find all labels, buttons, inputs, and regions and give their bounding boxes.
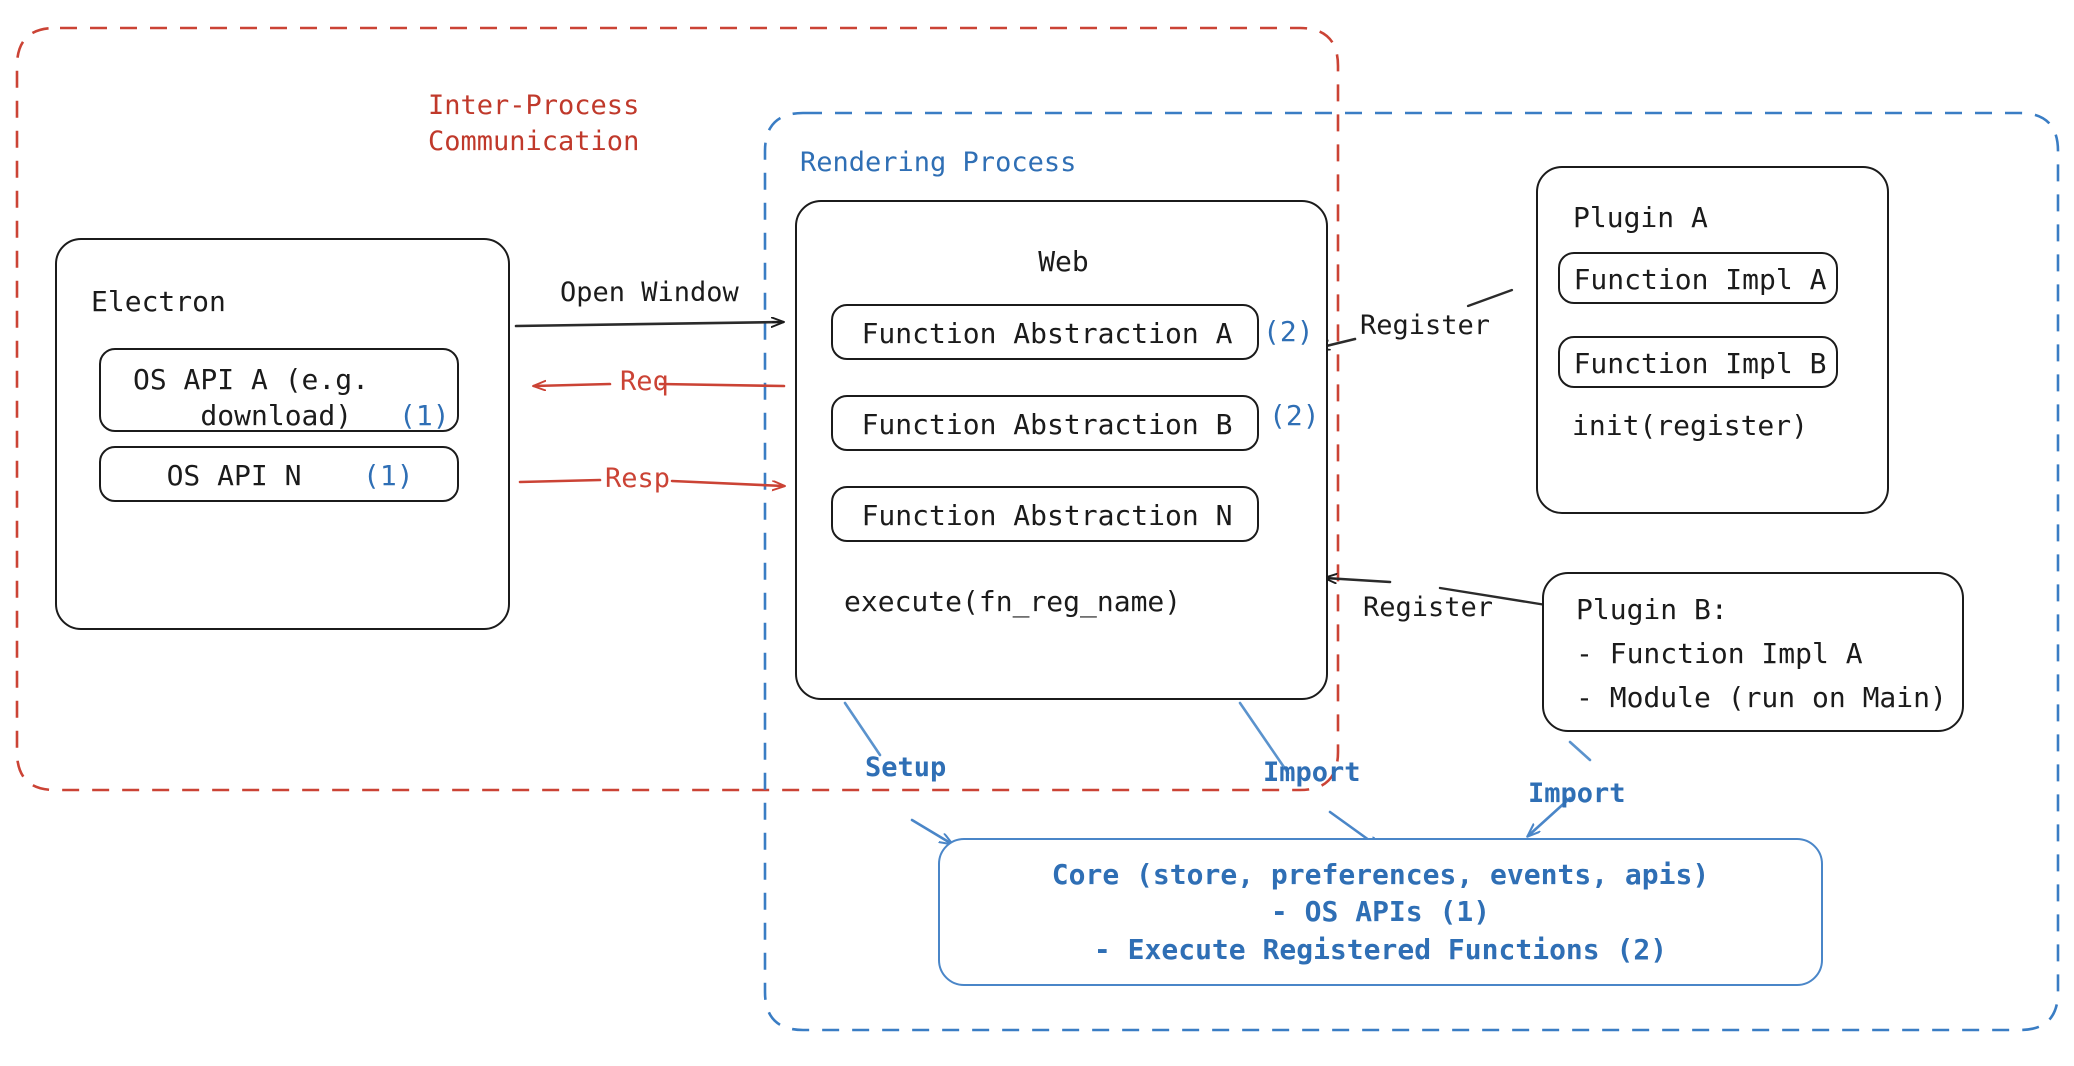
web-execute-label: execute(fn_reg_name) [844,585,1182,618]
plugin-a-function-impl-b-label: Function Impl B [1573,347,1827,380]
rendering-process-region-label: Rendering Process [800,147,1077,178]
edge-open-window [514,322,783,326]
function-abstraction-a-label: Function Abstraction A [861,317,1233,350]
plugin-b-box[interactable]: Plugin B: - Function Impl A - Module (ru… [1542,572,1964,732]
plugin-a-title: Plugin A [1573,201,1708,234]
os-api-a-label: OS API A (e.g. download) [132,363,369,433]
web-box[interactable]: Web Function Abstraction A (2) Function … [795,200,1328,700]
plugin-a-function-impl-b-box[interactable]: Function Impl B [1558,336,1838,388]
edge-label-req: Req [620,366,669,397]
function-abstraction-a-box[interactable]: Function Abstraction A [831,304,1259,360]
edge-label-setup: Setup [865,752,947,783]
plugin-b-item-1: - Module (run on Main) [1576,681,1947,714]
function-abstraction-b-box[interactable]: Function Abstraction B [831,395,1259,451]
os-api-a-marker: (1) [399,399,450,432]
plugin-b-title: Plugin B: [1576,593,1728,626]
core-box[interactable]: Core (store, preferences, events, apis) … [938,838,1823,986]
os-api-n-marker: (1) [363,459,414,492]
function-abstraction-a-marker: (2) [1263,315,1314,348]
function-abstraction-b-marker: (2) [1269,399,1320,432]
plugin-a-function-impl-a-label: Function Impl A [1573,263,1827,296]
edge-label-open-window: Open Window [560,277,739,308]
electron-title: Electron [91,285,226,318]
plugin-a-init-label: init(register) [1572,409,1809,442]
function-abstraction-b-label: Function Abstraction B [861,408,1233,441]
edge-label-register-plugin-a: Register [1360,310,1491,341]
core-line-0: Core (store, preferences, events, apis) [1051,857,1710,891]
electron-box[interactable]: Electron OS API A (e.g. download) (1) OS… [55,238,510,630]
edge-label-resp: Resp [605,463,671,494]
core-line-1: - OS APIs (1) [1270,895,1491,929]
core-line-2: - Execute Registered Functions (2) [1093,932,1668,966]
os-api-a-box[interactable]: OS API A (e.g. download) (1) [99,348,459,432]
plugin-a-function-impl-a-box[interactable]: Function Impl A [1558,252,1838,304]
plugin-a-box[interactable]: Plugin A Function Impl A Function Impl B… [1536,166,1889,514]
function-abstraction-n-box[interactable]: Function Abstraction N [831,486,1259,542]
ipc-region-label: Inter-Process Communication [428,90,640,157]
edge-label-import-web: Import [1263,757,1361,788]
function-abstraction-n-label: Function Abstraction N [861,499,1233,532]
plugin-b-item-0: - Function Impl A [1576,637,1863,670]
edge-label-import-plugin-b: Import [1528,778,1626,809]
web-title: Web [1038,245,1089,278]
os-api-n-box[interactable]: OS API N (1) [99,446,459,502]
os-api-n-label: OS API N [166,459,302,492]
edge-label-register-plugin-b: Register [1363,592,1494,623]
